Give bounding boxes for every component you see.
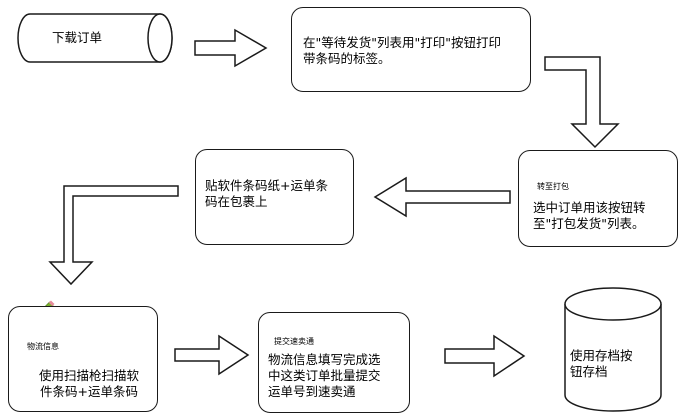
submit-node	[258, 312, 410, 413]
arrow-download-to-print	[194, 28, 268, 68]
arrow-paste-to-scan	[48, 185, 179, 286]
download-order-node	[17, 13, 173, 63]
arrow-scan-to-submit	[174, 334, 250, 376]
transfer-node	[518, 150, 678, 247]
archive-text: 使用存档按 钮存档	[570, 348, 633, 379]
paste-node	[195, 149, 354, 245]
download-order-label: 下载订单	[52, 30, 103, 45]
arrow-submit-to-archive	[444, 334, 526, 378]
paste-text: 贴软件条码纸+运单条 码在包裹上	[205, 178, 328, 209]
scan-node	[8, 306, 158, 412]
arrow-transfer-to-paste	[373, 176, 511, 218]
submit-button-label[interactable]: 提交速卖通	[274, 337, 314, 346]
print-labels-text: 在"等待发货"列表用"打印"按钮打印 带条码的标签。	[303, 35, 501, 66]
print-labels-node	[291, 7, 531, 92]
transfer-text: 选中订单用该按钮转 至"打包发货"列表。	[533, 200, 646, 231]
logistics-button-label[interactable]: 物流信息	[27, 342, 59, 351]
scan-text: 使用扫描枪扫描软 件条码+运单条码	[38, 368, 139, 399]
archive-node	[564, 287, 662, 412]
submit-text: 物流信息填写完成选 中这类订单批量提交 运单号到速卖通	[268, 352, 381, 399]
arrow-print-to-transfer	[544, 56, 620, 149]
transfer-button-label[interactable]: 转至打包	[537, 182, 569, 191]
